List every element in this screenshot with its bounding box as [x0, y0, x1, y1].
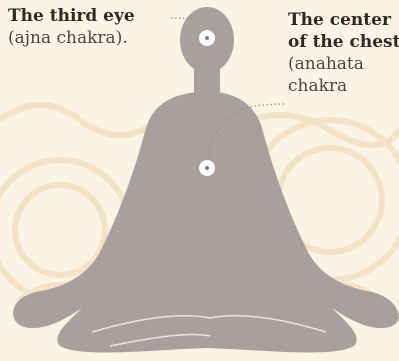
label-chest-note-line1: (anahata	[288, 53, 399, 75]
chakra-marker-heart	[199, 160, 215, 176]
label-chest-title-line2: of the chest	[288, 31, 399, 53]
label-chest-note-line2: chakra	[288, 75, 399, 97]
label-third-eye-title: The third eye	[8, 5, 135, 27]
label-chest-title-line1: The center	[288, 9, 399, 31]
label-third-eye-note: (ajna chakra).	[8, 27, 135, 49]
chakra-marker-third-eye	[199, 30, 215, 46]
figure-body	[13, 92, 399, 352]
label-chest: The center of the chest (anahata chakra	[288, 9, 399, 97]
figure-neck	[194, 66, 220, 96]
label-third-eye: The third eye (ajna chakra).	[8, 5, 135, 49]
